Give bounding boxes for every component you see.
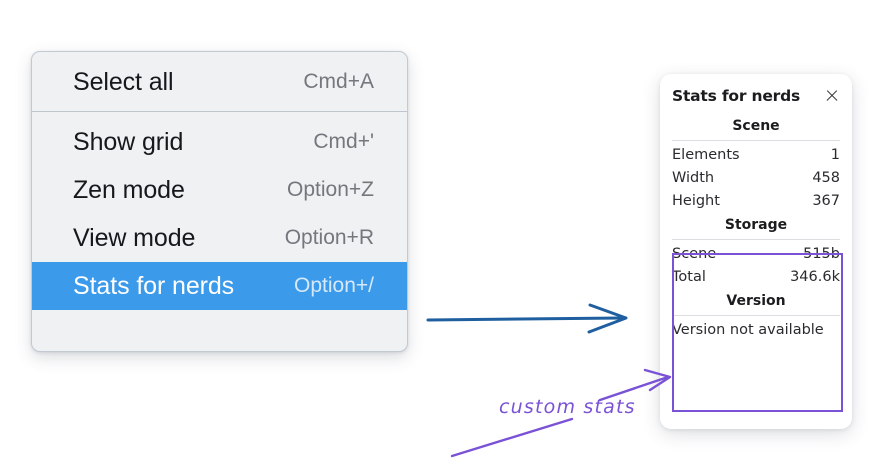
close-icon[interactable] <box>824 88 840 104</box>
menu-item-label: Zen mode <box>73 175 185 204</box>
stat-row-elements: Elements 1 <box>672 143 840 166</box>
menu-group-2: Show grid Cmd+' Zen mode Option+Z View m… <box>32 112 407 315</box>
menu-item-shortcut: Option+Z <box>287 178 374 201</box>
menu-item-label: Show grid <box>73 127 184 156</box>
stat-key: Width <box>672 169 715 186</box>
stats-panel-body: Scene Elements 1 Width 458 Height 367 St… <box>660 113 852 341</box>
section-divider <box>672 239 840 240</box>
menu-item-label: Stats for nerds <box>73 271 235 300</box>
section-heading-scene: Scene <box>732 118 780 134</box>
stat-key: Height <box>672 192 720 209</box>
stats-for-nerds-panel: Stats for nerds Scene Elements 1 Width 4… <box>660 74 852 429</box>
stat-key: Total <box>672 268 706 285</box>
menu-item-shortcut: Option+/ <box>294 274 374 297</box>
stat-key: Scene <box>672 245 717 262</box>
stat-row-storage-total: Total 346.6k <box>672 265 840 288</box>
purple-arrow-lower <box>450 417 574 458</box>
menu-item-view-mode[interactable]: View mode Option+R <box>32 214 407 262</box>
stats-panel-header: Stats for nerds <box>660 74 852 113</box>
stat-row-height: Height 367 <box>672 189 840 212</box>
section-divider <box>672 315 840 316</box>
stat-value: 458 <box>812 169 840 186</box>
stat-key: Elements <box>672 146 740 163</box>
section-divider <box>672 140 840 141</box>
custom-stats-annotation-label: custom stats <box>499 396 636 418</box>
stat-value: 367 <box>812 192 840 209</box>
menu-item-show-grid[interactable]: Show grid Cmd+' <box>32 118 407 166</box>
menu-group-1: Select all Cmd+A <box>32 52 407 111</box>
context-menu[interactable]: Select all Cmd+A Show grid Cmd+' Zen mod… <box>31 51 408 352</box>
menu-item-shortcut: Cmd+A <box>303 70 374 93</box>
stat-row-width: Width 458 <box>672 166 840 189</box>
menu-item-label: View mode <box>73 223 196 252</box>
menu-item-zen-mode[interactable]: Zen mode Option+Z <box>32 166 407 214</box>
menu-item-select-all[interactable]: Select all Cmd+A <box>32 58 407 106</box>
menu-separator <box>32 111 407 112</box>
stat-value: 1 <box>830 146 840 163</box>
menu-item-stats-for-nerds[interactable]: Stats for nerds Option+/ <box>32 262 407 310</box>
menu-item-shortcut: Option+R <box>284 226 374 249</box>
version-note: Version not available <box>672 322 824 338</box>
menu-item-shortcut: Cmd+' <box>313 130 374 153</box>
stat-row-storage-scene: Scene 515b <box>672 242 840 265</box>
stats-panel-title: Stats for nerds <box>672 87 801 105</box>
section-heading-storage: Storage <box>724 217 788 233</box>
blue-arrow <box>426 303 628 334</box>
menu-item-label: Select all <box>73 67 174 96</box>
section-heading-version: Version <box>726 293 786 309</box>
stat-value: 515b <box>803 245 840 262</box>
stat-value: 346.6k <box>790 268 840 285</box>
